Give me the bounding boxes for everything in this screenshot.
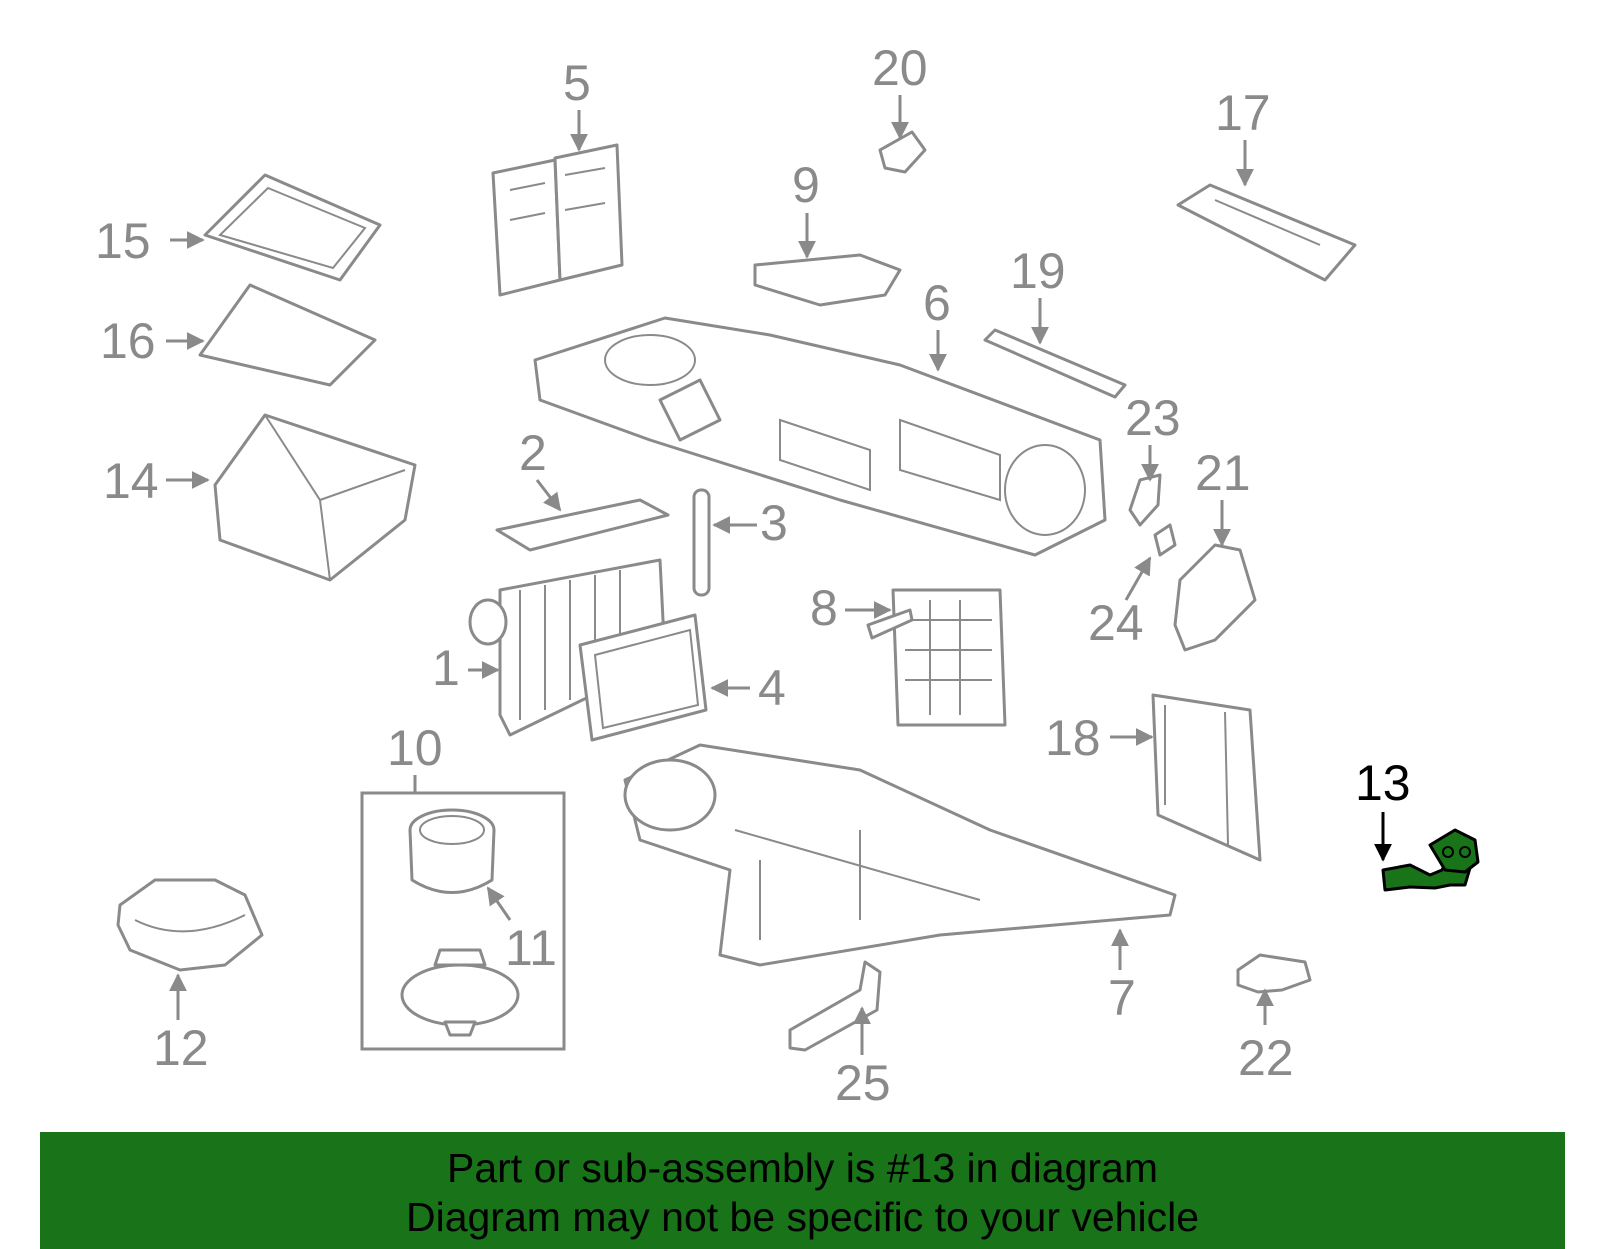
- banner-line-2: Diagram may not be specific to your vehi…: [405, 1194, 1199, 1240]
- leader-lines: [166, 95, 1392, 1055]
- callout-15[interactable]: 15: [95, 213, 151, 269]
- callout-2[interactable]: 2: [519, 425, 547, 481]
- callout-3[interactable]: 3: [760, 495, 788, 551]
- banner-line-1: Part or sub-assembly is #13 in diagram: [447, 1145, 1158, 1191]
- callout-7[interactable]: 7: [1108, 970, 1136, 1026]
- callout-20[interactable]: 20: [872, 40, 928, 96]
- part-14-housing[interactable]: [213, 413, 417, 582]
- part-5-filter-pair[interactable]: [491, 143, 624, 297]
- callout-5[interactable]: 5: [563, 55, 591, 111]
- part-15-filter-frame[interactable]: [203, 173, 382, 282]
- callout-21[interactable]: 21: [1195, 445, 1251, 501]
- callout-23[interactable]: 23: [1125, 390, 1181, 446]
- part-13-highlighted[interactable]: [1381, 828, 1480, 892]
- callout-17[interactable]: 17: [1215, 85, 1271, 141]
- callout-4[interactable]: 4: [758, 660, 786, 716]
- part-7-lower-case[interactable]: [623, 743, 1177, 967]
- part-9[interactable]: [753, 253, 902, 307]
- callout-16[interactable]: 16: [100, 313, 156, 369]
- callout-6[interactable]: 6: [923, 275, 951, 331]
- part-2[interactable]: [495, 498, 670, 552]
- part-25[interactable]: [788, 960, 882, 1052]
- part-23[interactable]: [1128, 473, 1162, 527]
- callout-13-active[interactable]: 13: [1355, 755, 1411, 811]
- part-20[interactable]: [878, 130, 927, 174]
- part-12[interactable]: [116, 878, 264, 972]
- callout-18[interactable]: 18: [1045, 710, 1101, 766]
- callout-11[interactable]: 11: [505, 920, 557, 976]
- part-3[interactable]: [692, 488, 711, 597]
- callout-1[interactable]: 1: [432, 640, 460, 696]
- info-banner: Part or sub-assembly is #13 in diagram D…: [40, 1132, 1565, 1249]
- part-22[interactable]: [1236, 953, 1312, 994]
- part-16-filter[interactable]: [198, 283, 377, 387]
- callout-14[interactable]: 14: [103, 453, 159, 509]
- part-8-heater-core[interactable]: [866, 588, 1007, 727]
- callout-24[interactable]: 24: [1088, 595, 1144, 651]
- part-18[interactable]: [1151, 693, 1262, 862]
- part-21[interactable]: [1173, 543, 1257, 652]
- callout-22[interactable]: 22: [1238, 1030, 1294, 1086]
- callout-19[interactable]: 19: [1010, 243, 1066, 299]
- callout-25[interactable]: 25: [835, 1055, 891, 1111]
- callout-9[interactable]: 9: [792, 157, 820, 213]
- part-4[interactable]: [578, 613, 708, 742]
- part-17[interactable]: [1176, 183, 1357, 282]
- callout-8[interactable]: 8: [810, 580, 838, 636]
- part-10-blower-assembly[interactable]: [360, 791, 566, 1051]
- callout-12[interactable]: 12: [153, 1020, 209, 1076]
- part-6-main-case[interactable]: [533, 316, 1107, 557]
- part-19[interactable]: [983, 328, 1127, 399]
- part-24[interactable]: [1153, 523, 1177, 557]
- callout-10[interactable]: 10: [387, 720, 443, 776]
